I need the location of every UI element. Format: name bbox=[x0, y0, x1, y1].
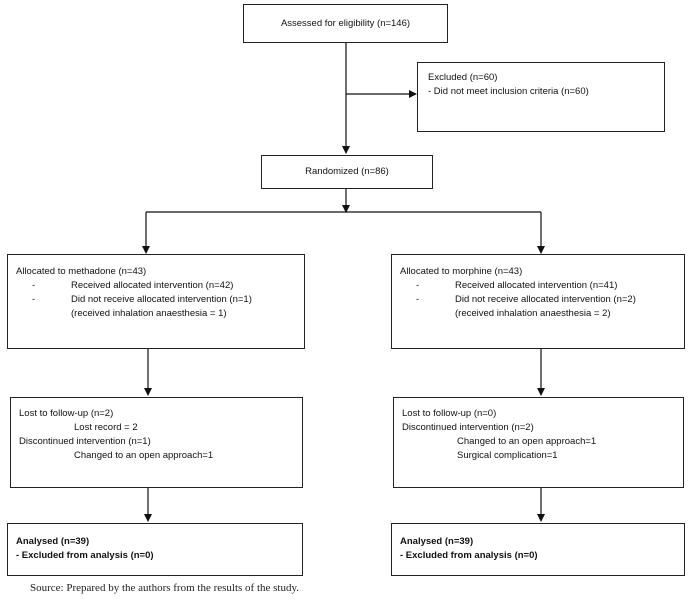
assessed-label: Assessed for eligibility (n=146) bbox=[280, 17, 411, 29]
morphine-not-received-text: Did not receive allocated intervention (… bbox=[455, 294, 636, 305]
assessed-box: Assessed for eligibility (n=146) bbox=[243, 4, 448, 43]
morphine-excluded-analysis: - Excluded from analysis (n=0) bbox=[400, 550, 538, 561]
methadone-discontinued-detail: Changed to an open approach=1 bbox=[74, 450, 214, 461]
randomized-label: Randomized (n=86) bbox=[305, 166, 389, 177]
morphine-followup-box: Lost to follow-up (n=0) Discontinued int… bbox=[393, 397, 684, 488]
methadone-not-received-detail: (received inhalation anaesthesia = 1) bbox=[71, 308, 227, 319]
methadone-allocated: Allocated to methadone (n=43) bbox=[16, 266, 147, 277]
dash-1: - bbox=[32, 280, 36, 291]
dash-3: - bbox=[416, 280, 420, 291]
methadone-received-text: Received allocated intervention (n=42) bbox=[71, 280, 234, 291]
methadone-excluded-analysis: - Excluded from analysis (n=0) bbox=[16, 550, 154, 561]
methadone-lost-detail: Lost record = 2 bbox=[74, 422, 138, 433]
morphine-discontinued-detail-2: Surgical complication=1 bbox=[457, 450, 558, 461]
excluded-title: Excluded (n=60) bbox=[428, 72, 498, 83]
methadone-followup-box: Lost to follow-up (n=2) Lost record = 2 … bbox=[10, 397, 303, 488]
excluded-box: Excluded (n=60) - Did not meet inclusion… bbox=[417, 62, 665, 132]
morphine-analysed: Analysed (n=39) bbox=[400, 536, 474, 547]
morphine-received: - Received allocated intervention (n=41) bbox=[400, 279, 676, 293]
methadone-analysis-box: Analysed (n=39) - Excluded from analysis… bbox=[7, 523, 303, 576]
randomized-box: Randomized (n=86) bbox=[261, 155, 433, 189]
morphine-discontinued: Discontinued intervention (n=2) bbox=[402, 422, 534, 433]
source-caption: Source: Prepared by the authors from the… bbox=[30, 582, 300, 594]
dash-2: - bbox=[32, 294, 36, 305]
methadone-discontinued: Discontinued intervention (n=1) bbox=[19, 436, 151, 447]
excluded-reason: - Did not meet inclusion criteria (n=60) bbox=[428, 86, 589, 97]
methadone-analysed: Analysed (n=39) bbox=[16, 536, 90, 547]
morphine-not-received-detail: (received inhalation anaesthesia = 2) bbox=[455, 308, 611, 319]
methadone-allocation-box: Allocated to methadone (n=43) - Received … bbox=[7, 254, 305, 349]
morphine-allocation-box: Allocated to morphine (n=43) - Received a… bbox=[391, 254, 685, 349]
morphine-discontinued-detail-1: Changed to an open approach=1 bbox=[457, 436, 597, 447]
morphine-analysis-box: Analysed (n=39) - Excluded from analysis… bbox=[391, 523, 685, 576]
morphine-received-text: Received allocated intervention (n=41) bbox=[455, 280, 618, 291]
methadone-lost: Lost to follow-up (n=2) bbox=[19, 408, 114, 419]
morphine-not-received: - Did not receive allocated intervention … bbox=[400, 293, 676, 307]
morphine-lost: Lost to follow-up (n=0) bbox=[402, 408, 497, 419]
dash-4: - bbox=[416, 294, 420, 305]
methadone-not-received: - Did not receive allocated intervention … bbox=[16, 293, 296, 307]
morphine-allocated: Allocated to morphine (n=43) bbox=[400, 266, 523, 277]
methadone-not-received-text: Did not receive allocated intervention (… bbox=[71, 294, 252, 305]
methadone-received: - Received allocated intervention (n=42) bbox=[16, 279, 296, 293]
